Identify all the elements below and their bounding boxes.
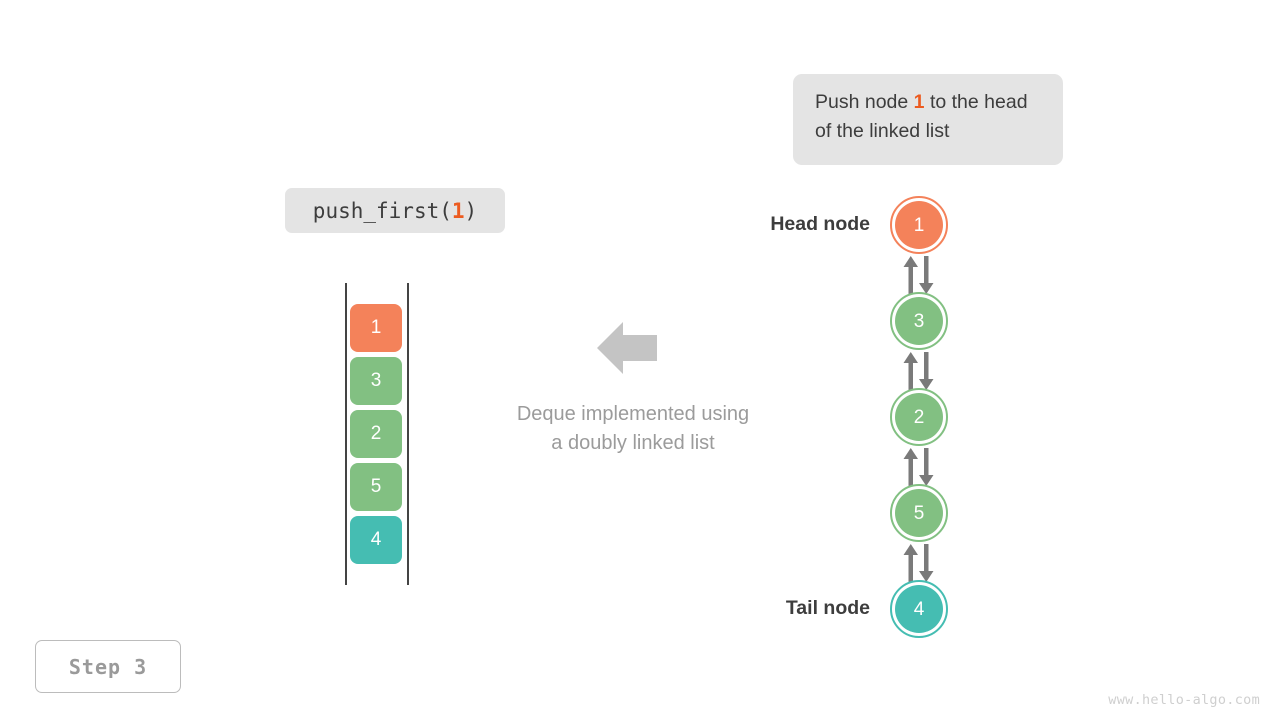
stack-cell: 4 bbox=[350, 516, 402, 564]
doubly-linked-list: Head node Tail node 1 3 2 5 4 bbox=[740, 190, 1000, 650]
stack-cell-value: 1 bbox=[370, 317, 382, 338]
stack-cell-value: 3 bbox=[370, 370, 382, 391]
list-node-value: 4 bbox=[895, 585, 943, 633]
list-node-value: 5 bbox=[895, 489, 943, 537]
link-2-5 bbox=[890, 448, 948, 486]
stack-cell-list: 1 3 2 5 4 bbox=[350, 304, 402, 569]
tooltip-value: 1 bbox=[913, 91, 925, 113]
stack-cell: 3 bbox=[350, 357, 402, 405]
list-node-2: 2 bbox=[890, 388, 948, 446]
list-node-1: 1 bbox=[890, 196, 948, 254]
tail-node-label: Tail node bbox=[785, 597, 870, 619]
stack-rail-left bbox=[345, 283, 347, 585]
list-node-value: 1 bbox=[895, 201, 943, 249]
list-node-value: 3 bbox=[895, 297, 943, 345]
stack-cell: 2 bbox=[350, 410, 402, 458]
stack-cell: 1 bbox=[350, 304, 402, 352]
code-label-argument: 1 bbox=[451, 198, 465, 223]
code-label-prefix: push_first( bbox=[312, 198, 452, 223]
caption-line-2: a doubly linked list bbox=[551, 432, 715, 454]
link-3-2 bbox=[890, 352, 948, 390]
deque-stack-view: 1 3 2 5 4 bbox=[340, 283, 415, 585]
operation-code-label: push_first(1) bbox=[285, 188, 505, 233]
head-node-label: Head node bbox=[770, 213, 870, 235]
stack-cell-value: 2 bbox=[370, 423, 382, 444]
stack-cell-value: 4 bbox=[370, 529, 382, 550]
link-1-3 bbox=[890, 256, 948, 294]
arrow-left-icon bbox=[597, 322, 657, 374]
caption-line-1: Deque implemented using bbox=[516, 403, 750, 425]
list-node-3: 3 bbox=[890, 292, 948, 350]
stack-cell-value: 5 bbox=[370, 476, 382, 497]
list-node-5: 5 bbox=[890, 484, 948, 542]
operation-tooltip: Push node 1 to the head of the linked li… bbox=[793, 74, 1063, 165]
code-label-suffix: ) bbox=[464, 198, 478, 223]
step-badge: Step 3 bbox=[35, 640, 181, 693]
tooltip-text-suffix: to the head of the linked list bbox=[815, 91, 1028, 142]
list-node-value: 2 bbox=[895, 393, 943, 441]
tooltip-text-prefix: Push node bbox=[815, 91, 914, 113]
site-watermark: www.hello-algo.com bbox=[1108, 692, 1260, 708]
link-5-4 bbox=[890, 544, 948, 582]
stack-rail-right bbox=[407, 283, 409, 585]
list-node-4: 4 bbox=[890, 580, 948, 638]
stack-cell: 5 bbox=[350, 463, 402, 511]
diagram-caption: Deque implemented using a doubly linked … bbox=[453, 400, 813, 458]
